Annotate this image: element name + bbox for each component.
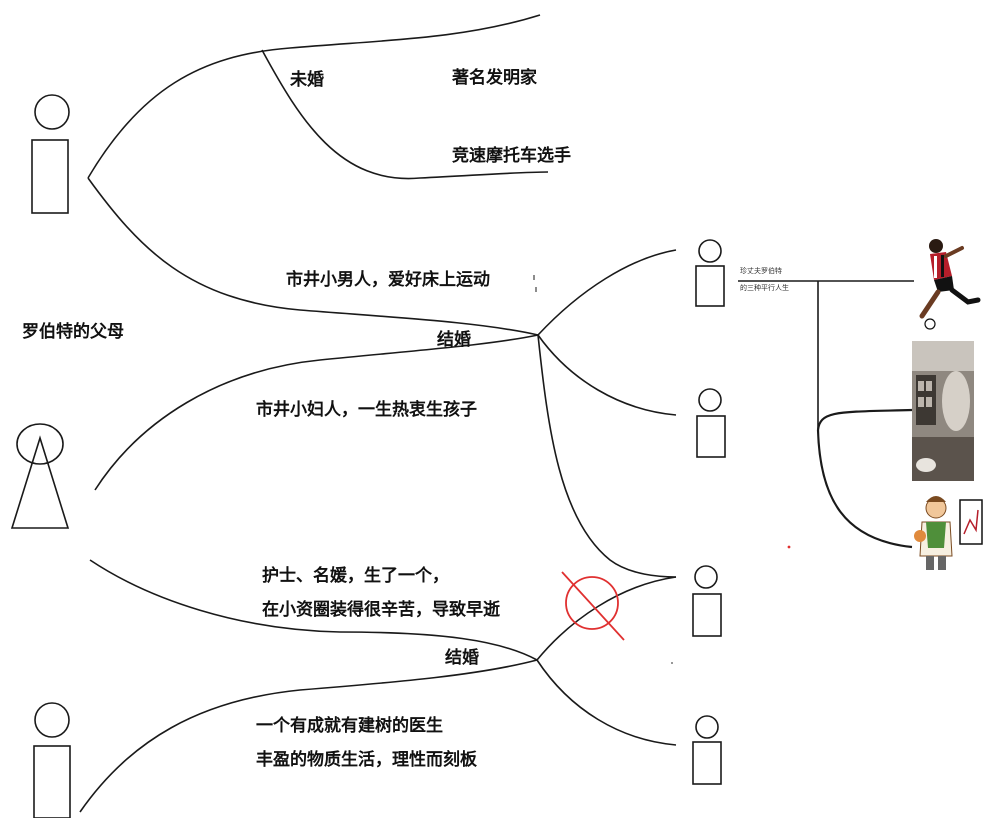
doctor-figure-head [34,702,70,738]
label-unmarried: 未婚 [290,70,324,90]
label-nurse-line2: 在小资圈装得很辛苦，导致早逝 [262,600,500,620]
branch-woman-to-marriage [94,334,539,491]
branch-child-3 [537,334,677,578]
life-line-middle [816,408,913,431]
stray-dot-2 [671,662,673,664]
life-line-bottom [816,429,913,549]
branch-doctor-to-marriage [79,659,538,813]
woman-figure-body [10,435,70,529]
label-married-2: 结婚 [445,648,479,668]
branch-to-racer [261,49,549,180]
label-inventor: 著名发明家 [452,68,537,88]
crossed-circle-icon [561,571,625,641]
child-1-head [698,239,722,263]
branch-man-to-marriage [87,177,539,336]
child-3-body [692,593,722,637]
man-figure-body [31,139,69,214]
label-nurse-line1: 护士、名媛，生了一个， [262,566,449,586]
doctor-figure-body [33,745,71,818]
branch-child-1 [537,249,677,336]
child-1-body [695,265,725,307]
branch-child-4 [536,659,677,746]
label-street-man: 市井小男人，爱好床上运动 [286,270,490,290]
man-figure-head [34,94,70,130]
soccer-player-image [912,236,982,330]
cartoon-chef-image [912,490,984,576]
child-4-head [695,715,719,739]
label-parents-title: 罗伯特的父母 [22,322,124,342]
stray-dot [787,545,791,549]
label-street-woman: 市井小妇人，一生热衷生孩子 [256,400,477,420]
note-line2: 的三种平行人生 [740,284,789,292]
branch-child-2 [537,334,677,416]
note-line1: 珍丈夫罗伯特 [740,267,782,275]
stray-marks [533,275,537,292]
label-moto-racer: 竞速摩托车选手 [452,146,571,166]
child-3-head [694,565,718,589]
branch-to-inventor [87,14,541,179]
vintage-street-photo [912,341,974,481]
child-2-body [696,415,726,458]
branch-child-3b [536,576,677,661]
child-4-body [692,741,722,785]
label-doctor-line2: 丰盈的物质生活，理性而刻板 [256,750,477,770]
label-married-1: 结婚 [437,330,471,350]
woman-figure-head [16,423,64,465]
label-doctor-line1: 一个有成就有建树的医生 [256,716,443,736]
child-2-head [698,388,722,412]
branch-nurse-to-marriage [89,559,538,661]
